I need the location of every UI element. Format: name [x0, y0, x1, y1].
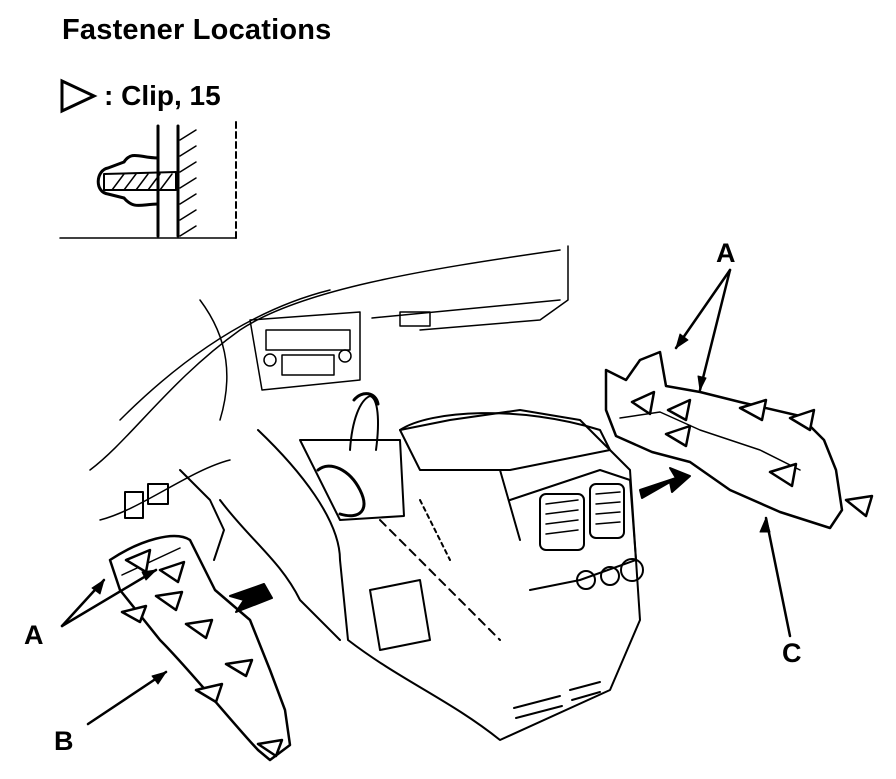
side-panel-b	[108, 534, 292, 762]
clip-detail-inset	[59, 121, 237, 241]
leader-lines	[60, 268, 792, 726]
clip-legend-label: : Clip, 15	[104, 80, 221, 111]
clip-legend: : Clip, 15	[58, 78, 221, 114]
callout-a-left: A	[24, 620, 44, 650]
page-title: Fastener Locations	[62, 14, 332, 46]
removal-arrow-b	[229, 583, 273, 613]
callout-a-right: A	[716, 238, 736, 268]
removal-arrow-c	[639, 467, 691, 499]
triangle-clip-icon	[60, 78, 98, 114]
center-console	[124, 392, 644, 741]
callout-b: B	[54, 726, 74, 756]
side-panel-c	[604, 350, 844, 530]
leader-arrowheads	[91, 333, 771, 685]
clip-markers-c	[630, 390, 874, 518]
dashboard-outline	[89, 245, 569, 521]
callout-c: C	[782, 638, 802, 668]
clip-markers-b	[120, 548, 284, 758]
removal-arrows	[229, 467, 691, 613]
